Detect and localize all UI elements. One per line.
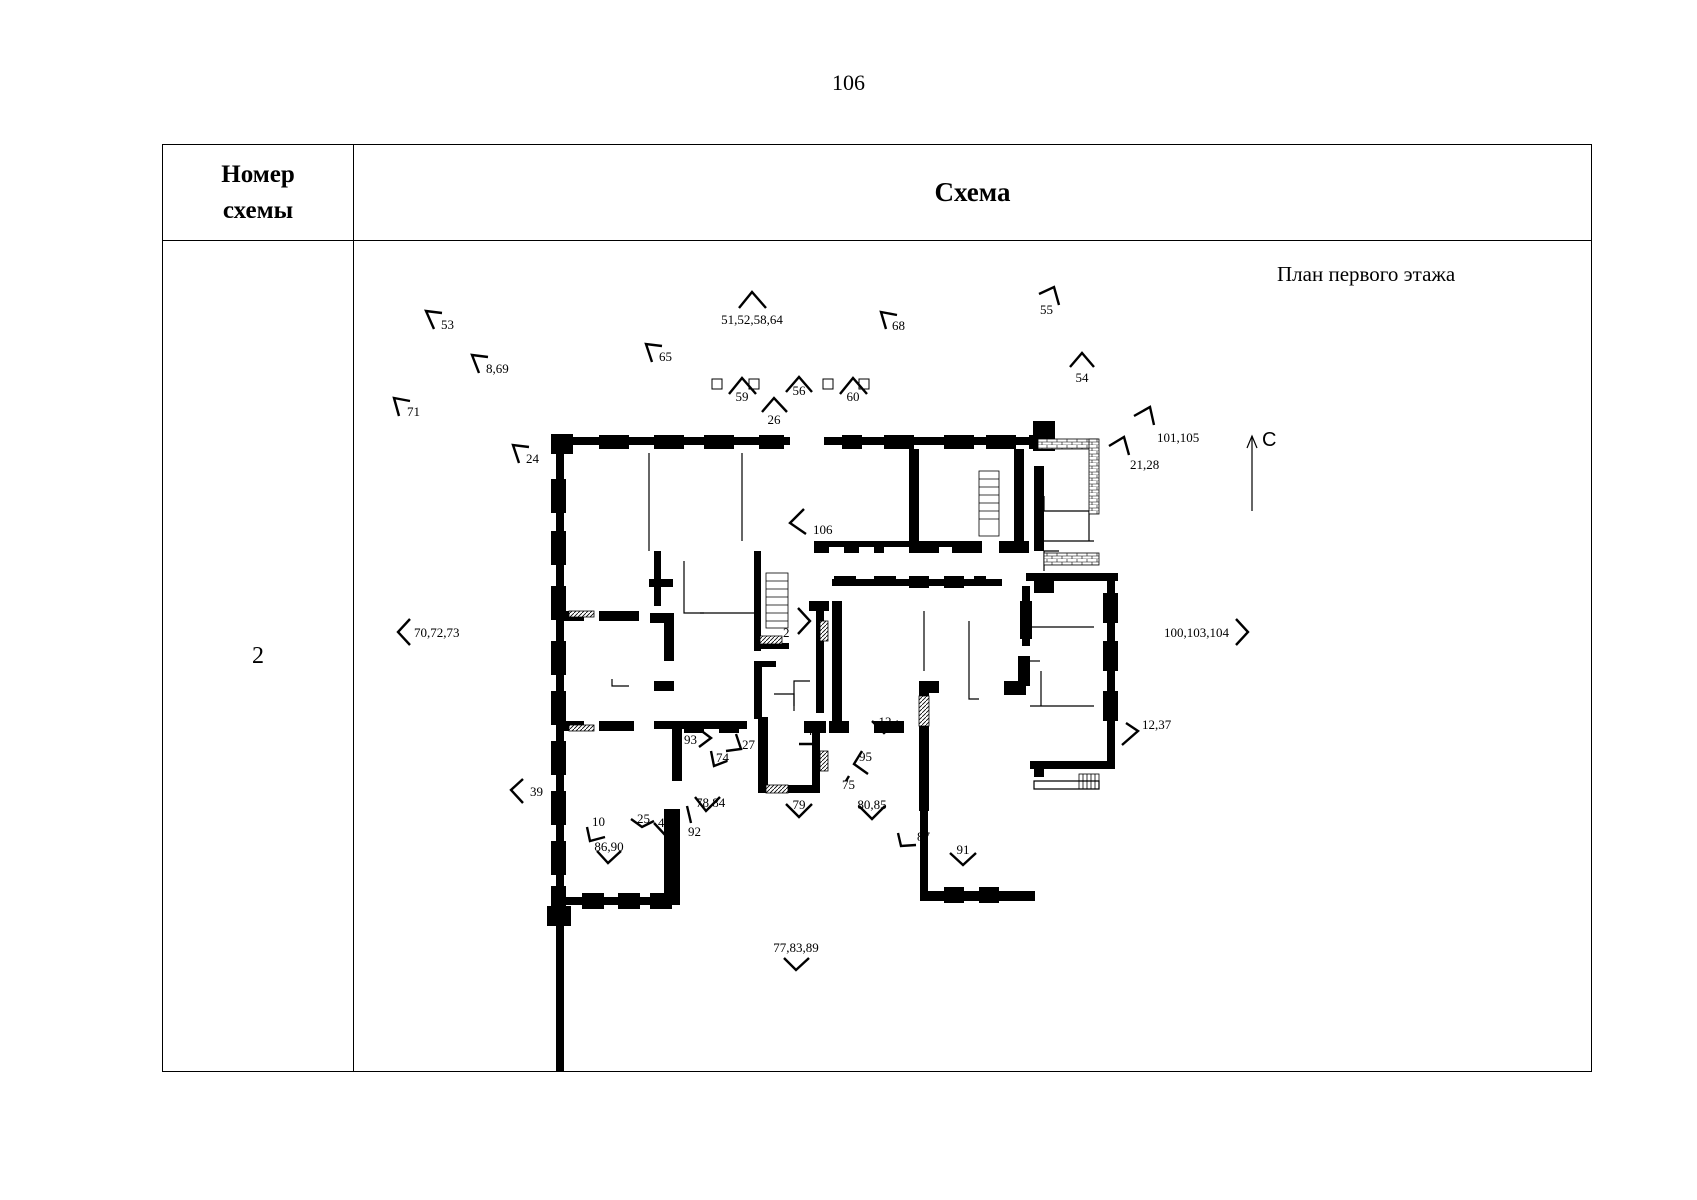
marker-label: 21,28 bbox=[1130, 457, 1159, 472]
plan-title: План первого этажа bbox=[1277, 262, 1456, 286]
viewpoint-markers bbox=[392, 285, 1250, 972]
header-number-line1: Номер bbox=[221, 160, 295, 188]
marker-label: 78,84 bbox=[696, 795, 726, 810]
marker-label: 93 bbox=[684, 732, 697, 747]
marker-label: 25 bbox=[637, 811, 650, 826]
north-label: С bbox=[1262, 429, 1276, 451]
marker-label: 77,83,89 bbox=[773, 940, 819, 955]
marker-label: 86,90 bbox=[594, 839, 623, 854]
marker-label: 59 bbox=[736, 389, 749, 404]
marker-label: 39 bbox=[530, 784, 543, 799]
scheme-table: Номер схемы Схема 2 План первог bbox=[162, 144, 1592, 1072]
header-number-line2: схемы bbox=[222, 196, 294, 224]
marker-label: 80,85 bbox=[857, 797, 886, 812]
marker-label: 40 bbox=[658, 815, 671, 830]
stairs bbox=[765, 470, 1100, 790]
scheme-number-cell: 2 bbox=[162, 240, 354, 1072]
page-number: 106 bbox=[832, 70, 865, 95]
marker-label: 74 bbox=[716, 750, 730, 765]
marker-label: 12 bbox=[879, 714, 892, 729]
building-walls bbox=[547, 421, 1118, 1071]
marker-label: 79 bbox=[793, 797, 806, 812]
marker-label: 51,52,58,64 bbox=[721, 312, 783, 327]
hatched-areas bbox=[568, 438, 1100, 794]
marker-label: 60 bbox=[847, 389, 860, 404]
marker-label: 10 bbox=[592, 814, 605, 829]
marker-label: 26 bbox=[768, 412, 782, 427]
marker-label: 95 bbox=[859, 749, 872, 764]
marker-label: 53 bbox=[441, 317, 454, 332]
marker-label: 27 bbox=[742, 737, 756, 752]
marker-label: 68 bbox=[892, 318, 905, 333]
marker-label: 101,105 bbox=[1157, 430, 1199, 445]
table-row: 2 План первого этажа bbox=[162, 240, 1592, 1072]
floor-plan: План первого этажа С bbox=[392, 262, 1456, 1071]
marker-label: 4 bbox=[806, 723, 813, 738]
marker-label: 91 bbox=[957, 842, 970, 857]
marker-label: 92 bbox=[688, 824, 701, 839]
header-row: Номер схемы Схема bbox=[162, 144, 1592, 241]
marker-label: 8,69 bbox=[486, 361, 509, 376]
marker-label: 24 bbox=[526, 451, 540, 466]
header-scheme-number: Номер схемы bbox=[162, 144, 354, 241]
marker-label: 75 bbox=[842, 777, 855, 792]
marker-label: 106 bbox=[813, 522, 833, 537]
marker-label: 87 bbox=[917, 829, 931, 844]
marker-label: 12,37 bbox=[1142, 717, 1172, 732]
header-scheme: Схема bbox=[353, 144, 1592, 241]
marker-label: 55 bbox=[1040, 302, 1053, 317]
marker-label: 65 bbox=[659, 349, 672, 364]
marker-label: 56 bbox=[793, 383, 807, 398]
marker-label: 2 bbox=[783, 625, 790, 640]
north-arrow-icon bbox=[1246, 434, 1258, 511]
scheme-plan-cell: План первого этажа С bbox=[353, 240, 1592, 1072]
marker-label: 71 bbox=[407, 404, 420, 419]
marker-label: 70,72,73 bbox=[414, 625, 460, 640]
marker-label: 54 bbox=[1076, 370, 1090, 385]
marker-label: 100,103,104 bbox=[1164, 625, 1230, 640]
